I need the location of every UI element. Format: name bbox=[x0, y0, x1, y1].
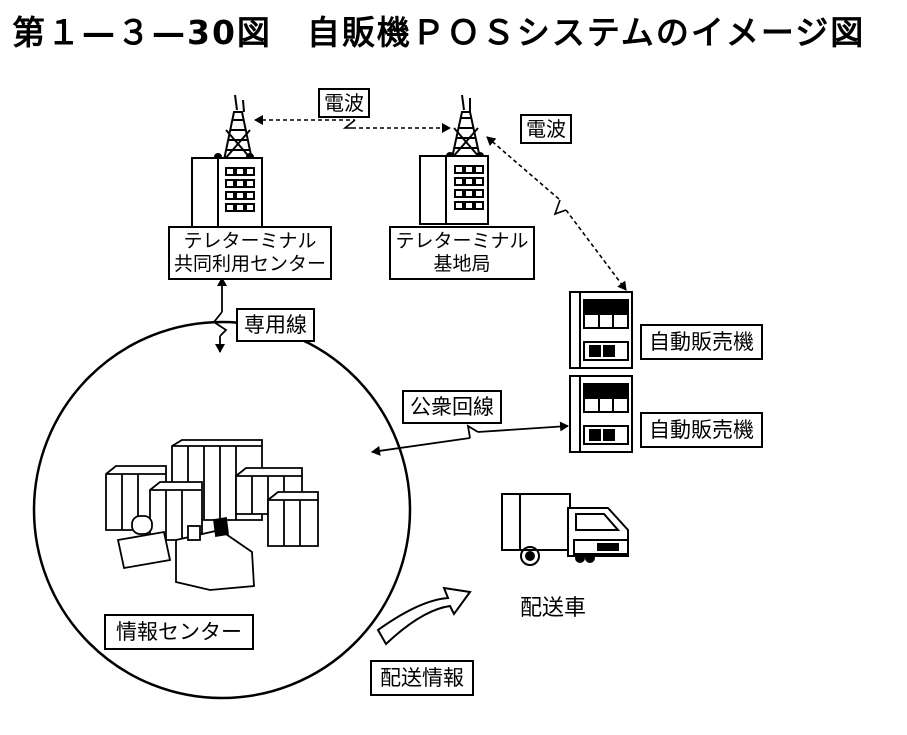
telematics-center-label: テレターミナル 共同利用センター bbox=[168, 226, 333, 280]
computer-equipment bbox=[105, 439, 319, 591]
public-line-label: 公衆回線 bbox=[402, 390, 502, 424]
delivery-vehicle-label: 配送車 bbox=[520, 596, 587, 621]
vending-machine-icon-2 bbox=[569, 375, 633, 453]
telematics-center-label-line-2: 共同利用センター bbox=[174, 253, 327, 275]
vending-machine-label-2: 自動販売機 bbox=[640, 412, 763, 448]
delivery-info-arrow bbox=[376, 586, 472, 646]
information-center-circle bbox=[32, 320, 412, 700]
base-station-building bbox=[419, 94, 489, 225]
vending-machine-icon-1 bbox=[569, 291, 633, 369]
radio-wave-link-1 bbox=[254, 115, 451, 133]
base-station-label-line-1: テレターミナル bbox=[395, 230, 529, 252]
telematics-center-building bbox=[191, 94, 263, 229]
dedicated-line-link bbox=[212, 277, 228, 353]
dedicated-line-label: 専用線 bbox=[236, 308, 315, 342]
base-station-label: テレターミナル 基地局 bbox=[389, 226, 535, 280]
radio-wave-link-2 bbox=[486, 136, 627, 291]
vending-machine-label-1: 自動販売機 bbox=[640, 324, 763, 360]
radio-wave-label-1: 電波 bbox=[318, 88, 370, 118]
delivery-info-label: 配送情報 bbox=[370, 660, 474, 696]
information-center-label: 情報センター bbox=[104, 614, 254, 650]
base-station-label-line-2: 基地局 bbox=[433, 253, 491, 275]
telematics-center-label-line-1: テレターミナル bbox=[183, 230, 317, 252]
public-line-link bbox=[371, 421, 569, 456]
delivery-truck-icon bbox=[501, 493, 629, 566]
radio-wave-label-2: 電波 bbox=[520, 114, 572, 144]
diagram-title: 第１—３—30図 自販機ＰＯＳシステムのイメージ図 bbox=[12, 13, 866, 52]
